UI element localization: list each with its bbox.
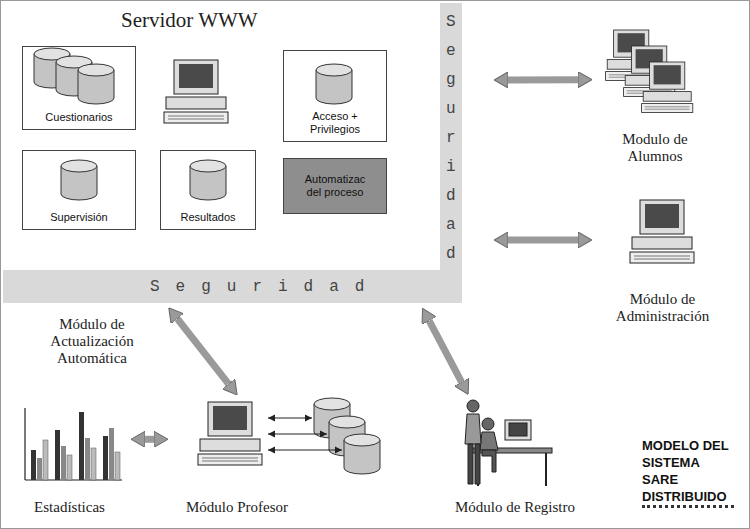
module-node: Modulo de Alumnos <box>600 25 710 165</box>
process-box: Automatizac del proceso <box>283 158 387 214</box>
node-label: Supervisión <box>50 211 107 224</box>
module-node: Módulo de Registro <box>440 398 590 516</box>
module-node: Estadísticas <box>12 398 127 516</box>
node-label: Resultados <box>180 211 235 224</box>
security-band <box>3 3 462 303</box>
node-label: Automatizac del proceso <box>300 173 370 199</box>
double-arrow <box>508 76 578 83</box>
bar-chart <box>25 408 122 480</box>
double-arrow <box>145 436 154 443</box>
double-arrow <box>429 321 461 382</box>
database-box: Cuestionarios <box>22 46 136 130</box>
database-box: Supervisión <box>22 150 136 230</box>
module-node: Módulo de Administración <box>600 190 725 325</box>
node-label: Modulo de Alumnos <box>600 131 710 165</box>
computer-icons <box>164 30 694 465</box>
node-label: Módulo de Administración <box>600 291 725 325</box>
module-node: Módulo Profesor <box>172 398 302 516</box>
node-label: Acceso + Privilegios <box>298 110 372 136</box>
database-icons <box>34 48 380 474</box>
panel-heading: Servidor WWW <box>121 8 258 32</box>
double-arrow <box>508 236 578 243</box>
registry-people <box>465 400 552 486</box>
server-panel: Servidor WWW CuestionariosSupervisión Resu… <box>3 3 462 303</box>
double-arrow <box>177 319 228 384</box>
node-label: Módulo de Registro <box>455 499 575 516</box>
database-box: Resultados <box>160 150 256 230</box>
edge-label: Módulo de Actualización Automática <box>40 316 144 367</box>
database-box: Acceso + Privilegios <box>283 50 387 142</box>
node-label: Cuestionarios <box>45 111 112 124</box>
security-label: Seguridad <box>446 8 462 269</box>
diagram-title: MODELO DEL SISTEMA SARE DISTRIBUIDO <box>642 437 734 508</box>
db-links <box>268 418 342 450</box>
node-label: Estadísticas <box>34 499 105 516</box>
security-label: Seguridad <box>150 277 380 297</box>
node-label: Módulo Profesor <box>186 499 288 516</box>
